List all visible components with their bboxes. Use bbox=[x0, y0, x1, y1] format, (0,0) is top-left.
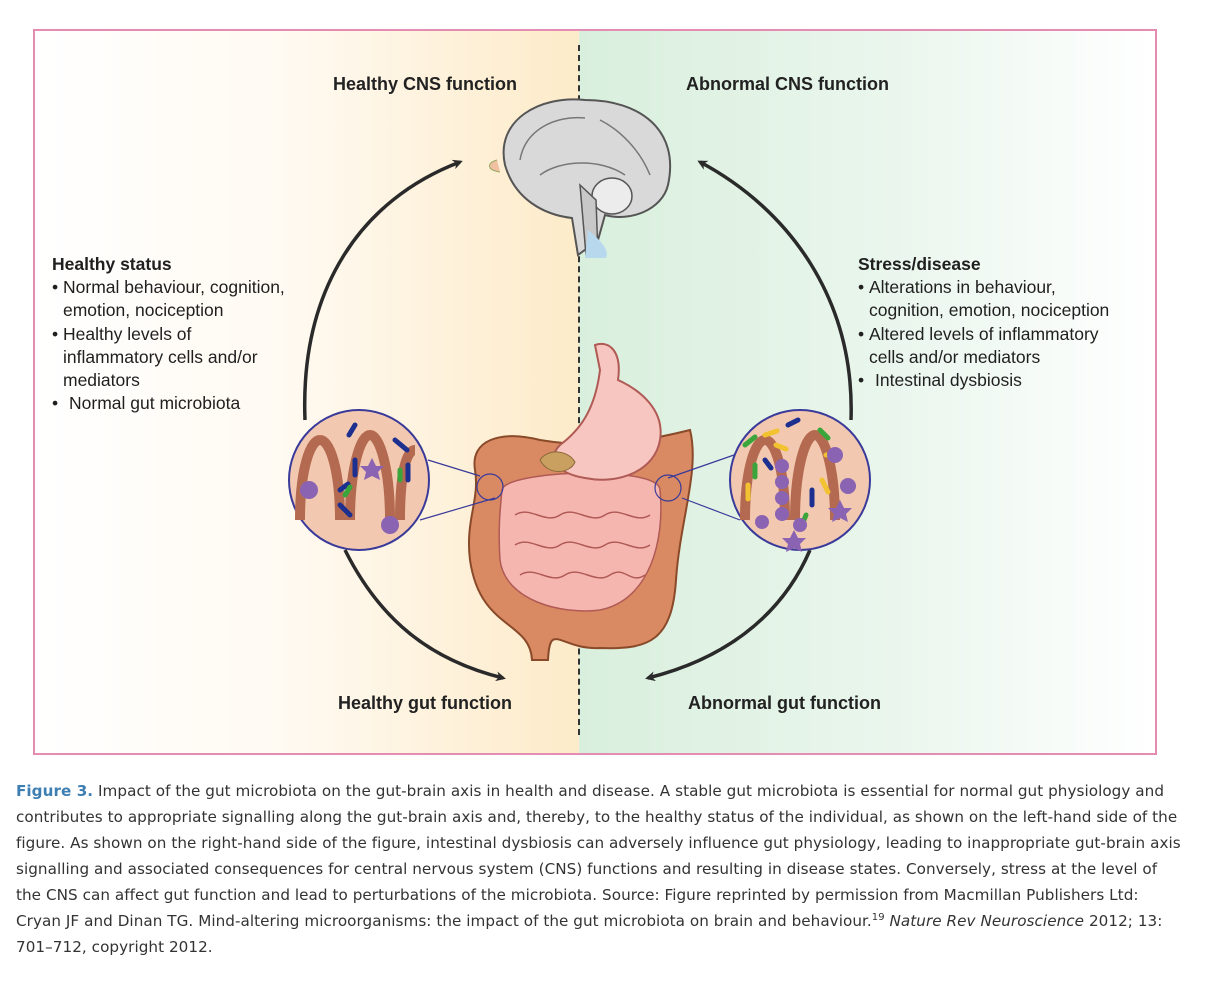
arrow-gut-to-brain-left bbox=[302, 159, 463, 421]
citation-tail: 2012; 13: 701–712, copyright 2012. bbox=[16, 912, 1163, 956]
heading-abnormal-gut: Abnormal gut function bbox=[688, 693, 881, 713]
center-divider bbox=[578, 45, 580, 735]
healthy-status-item: Normal gut microbiota bbox=[52, 392, 327, 415]
stress-disease-box: Stress/disease Alterations in behaviour,… bbox=[858, 253, 1148, 392]
arrow-gut-to-brain-right bbox=[645, 549, 812, 682]
dysbiosis-inset-icon bbox=[729, 409, 871, 552]
stress-disease-item: Intestinal dysbiosis bbox=[858, 369, 1148, 392]
figure-label: Figure 3. bbox=[16, 782, 94, 800]
heading-healthy-cns: Healthy CNS function bbox=[333, 74, 518, 94]
caption-text: Impact of the gut microbiota on the gut-… bbox=[16, 782, 1181, 930]
arrow-brain-to-gut-right bbox=[697, 160, 853, 421]
stress-disease-title: Stress/disease bbox=[858, 254, 981, 274]
figure-frame bbox=[33, 29, 1157, 755]
stress-disease-item: Alterations in behaviour,cognition, emot… bbox=[858, 276, 1148, 322]
arrow-brain-to-gut-left bbox=[343, 549, 506, 682]
figure-caption: Figure 3. Impact of the gut microbiota o… bbox=[16, 778, 1186, 960]
diagram-artwork bbox=[288, 98, 871, 682]
healthy-status-item: Normal behaviour, cognition,emotion, noc… bbox=[52, 276, 327, 322]
healthy-status-box: Healthy status Normal behaviour, cogniti… bbox=[52, 253, 327, 416]
healthy-microbiota-inset-icon bbox=[288, 409, 430, 551]
gut-icon bbox=[468, 342, 694, 661]
brain-icon bbox=[489, 98, 671, 258]
zoom-lines bbox=[419, 454, 741, 521]
healthy-status-title: Healthy status bbox=[52, 254, 172, 274]
heading-healthy-gut: Healthy gut function bbox=[338, 693, 512, 713]
journal-name: Nature Rev Neuroscience bbox=[889, 912, 1085, 930]
heading-abnormal-cns: Abnormal CNS function bbox=[686, 74, 889, 94]
reference-number: 19 bbox=[871, 911, 885, 923]
